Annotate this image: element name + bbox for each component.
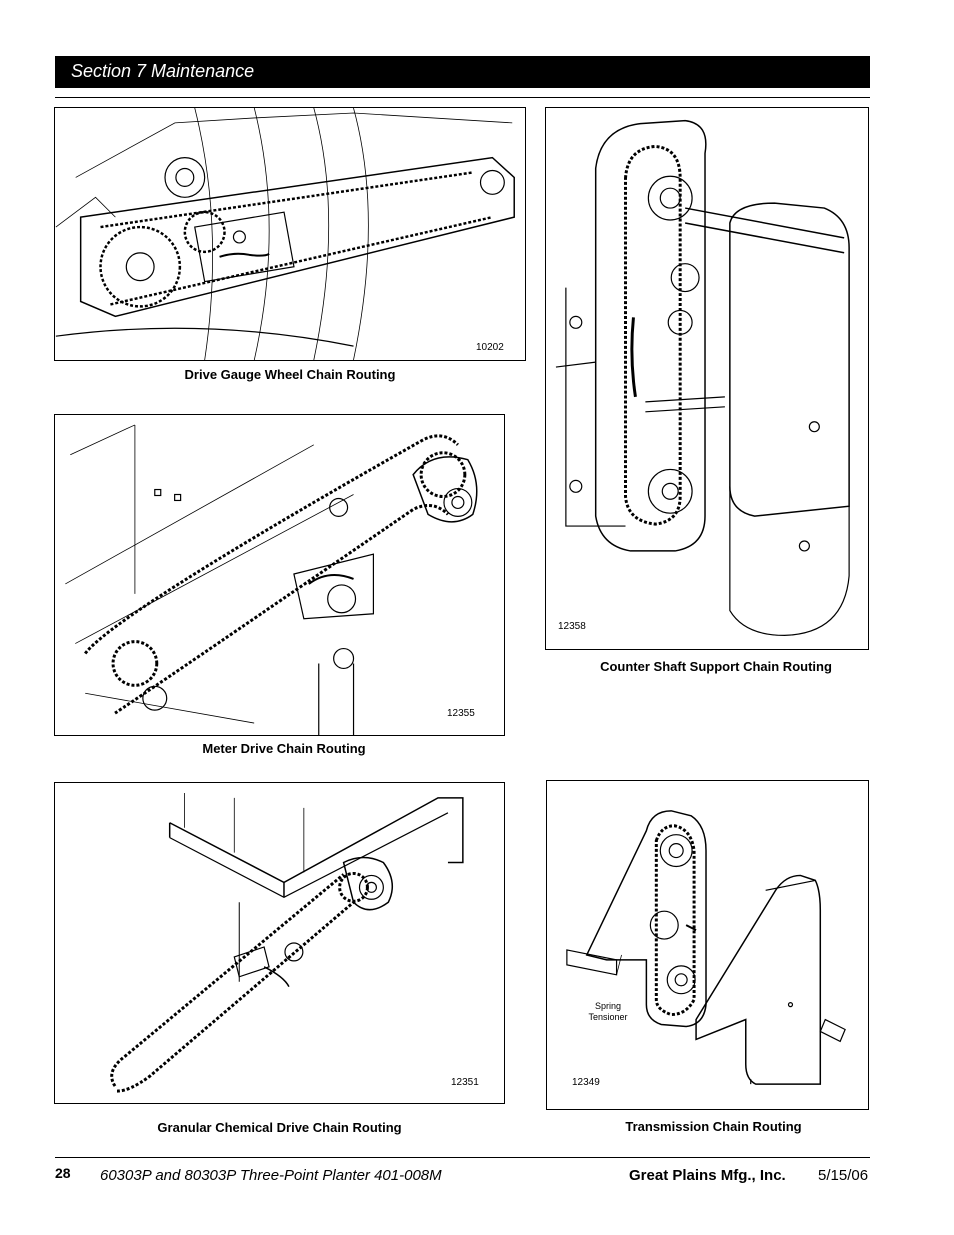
caption-counter-shaft-support: Counter Shaft Support Chain Routing [600,659,832,674]
figure-transmission: Spring Tensioner 12349 [546,780,869,1110]
footer-rule [55,1157,870,1158]
figure-number: 12351 [451,1077,479,1088]
transmission-illustration [566,810,846,1085]
section-header-bar: Section 7 Maintenance [55,56,870,88]
figure-number: 10202 [476,342,504,353]
caption-drive-gauge-wheel: Drive Gauge Wheel Chain Routing [184,367,396,382]
figure-drive-gauge-wheel: 10202 [54,107,526,361]
figure-number: 12355 [447,708,475,719]
manual-title: 60303P and 80303P Three-Point Planter 40… [100,1167,442,1184]
figure-number: 12349 [572,1077,600,1088]
figure-counter-shaft-support: 12358 [545,107,869,650]
counter-shaft-illustration [555,119,850,637]
figure-number: 12358 [558,621,586,632]
callout-line-2: Tensioner [588,1012,628,1022]
page-number: 28 [55,1165,71,1181]
caption-meter-drive: Meter Drive Chain Routing [202,741,366,756]
figure-granular-chemical-drive: 12351 [54,782,505,1104]
publication-date: 5/15/06 [818,1167,869,1184]
drive-gauge-wheel-illustration [55,108,515,360]
header-rule [55,97,870,98]
spring-tensioner-callout: Spring Tensioner [583,1001,633,1023]
caption-transmission: Transmission Chain Routing [625,1119,802,1134]
granular-chemical-illustration [110,792,464,1093]
meter-drive-illustration [65,424,478,735]
section-title: Section 7 Maintenance [71,61,255,81]
company-name: Great Plains Mfg., Inc. [629,1167,786,1184]
figure-meter-drive: 12355 [54,414,505,736]
caption-granular-chemical-drive: Granular Chemical Drive Chain Routing [157,1120,402,1135]
callout-line-1: Spring [594,1001,621,1011]
